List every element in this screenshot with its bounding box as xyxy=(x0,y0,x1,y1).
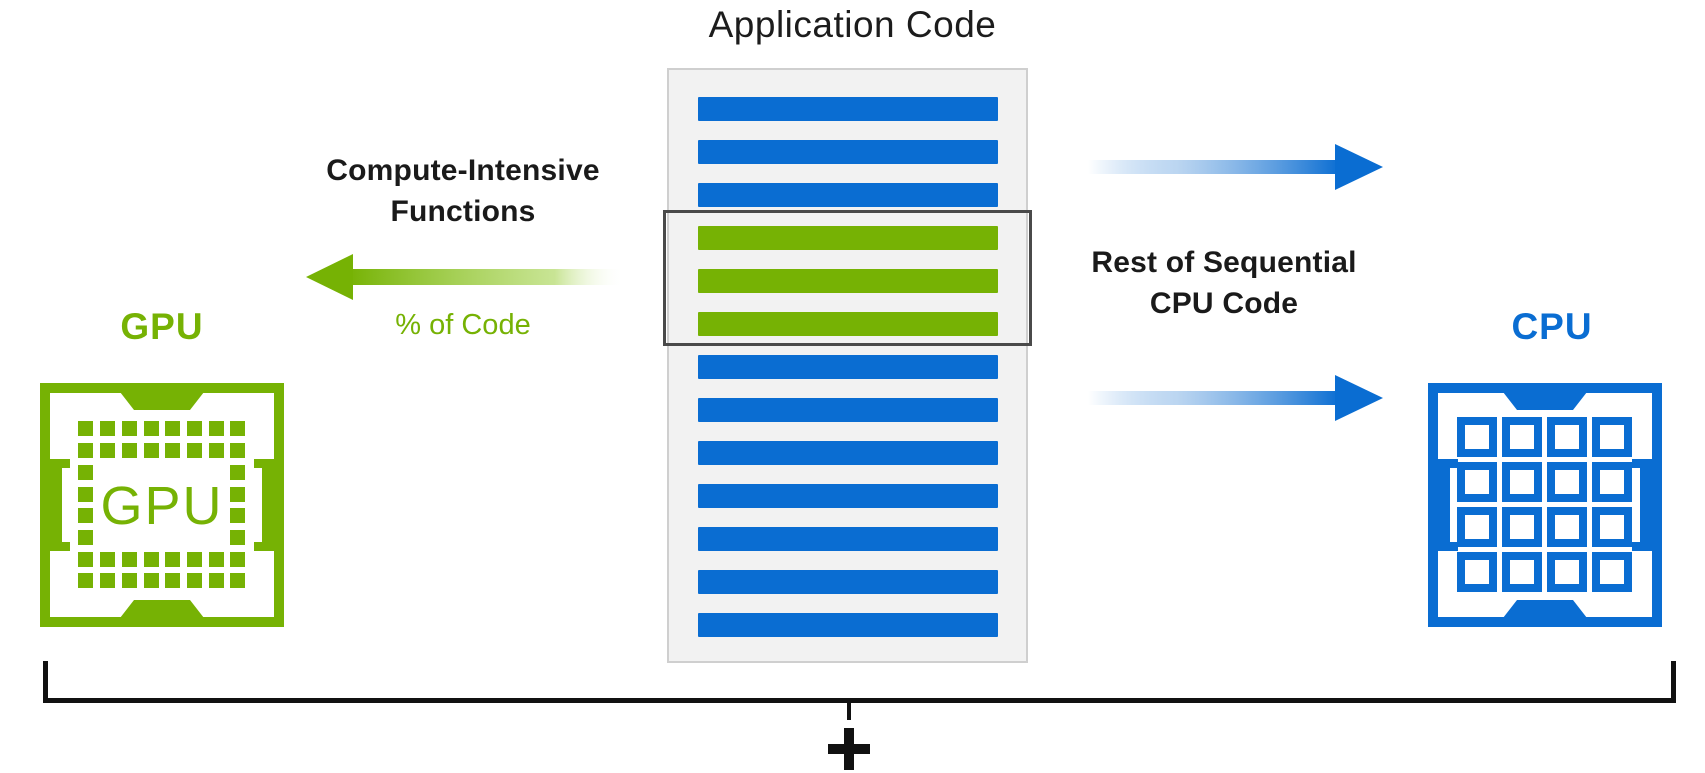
bracket-horizontal-line xyxy=(43,698,1676,703)
cpu-label: CPU xyxy=(1511,306,1593,347)
compute-intensive-label-line1: Compute-Intensive xyxy=(326,154,600,187)
application-code-panel xyxy=(667,68,1028,663)
code-bar-green xyxy=(697,269,998,293)
page-title: Application Code xyxy=(708,4,997,45)
rest-sequential-label-line2: CPU Code xyxy=(1149,287,1299,320)
green-left-arrow-icon xyxy=(306,254,624,300)
cpu-core-grid xyxy=(1457,417,1632,592)
code-bar-blue xyxy=(697,140,998,164)
code-bars xyxy=(669,97,1026,637)
percent-of-code-label: % of Code xyxy=(395,309,531,341)
compute-intensive-highlight-box xyxy=(663,210,1032,346)
compute-intensive-label-line2: Functions xyxy=(390,195,536,228)
rest-sequential-label: Rest of Sequential CPU Code xyxy=(1024,242,1424,324)
code-bar-blue xyxy=(697,484,998,508)
code-bar-blue xyxy=(697,355,998,379)
blue-right-arrow-top-icon xyxy=(1088,144,1383,190)
bracket-left-tick xyxy=(43,661,48,701)
code-bar-blue xyxy=(697,398,998,422)
plus-symbol-horizontal xyxy=(828,744,870,754)
gpu-chip-icon: GPU xyxy=(40,383,284,627)
gpu-chip-inner-label: GPU xyxy=(100,476,223,536)
code-bar-blue xyxy=(697,441,998,465)
blue-right-arrow-bottom-icon xyxy=(1088,375,1383,421)
gpu-label: GPU xyxy=(120,306,204,347)
gpu-die-grid xyxy=(78,421,245,588)
compute-intensive-label: Compute-Intensive Functions xyxy=(283,150,643,232)
code-bar-blue xyxy=(697,97,998,121)
code-bar-blue xyxy=(697,527,998,551)
rest-sequential-label-line1: Rest of Sequential xyxy=(1091,246,1357,279)
code-bar-blue xyxy=(697,183,998,207)
code-bar-blue xyxy=(697,613,998,637)
bracket-right-tick xyxy=(1671,661,1676,701)
bracket-center-tick xyxy=(847,703,851,720)
cpu-chip-icon xyxy=(1428,383,1662,627)
code-bar-blue xyxy=(697,570,998,594)
code-bar-green xyxy=(697,226,998,250)
code-bar-green xyxy=(697,312,998,336)
